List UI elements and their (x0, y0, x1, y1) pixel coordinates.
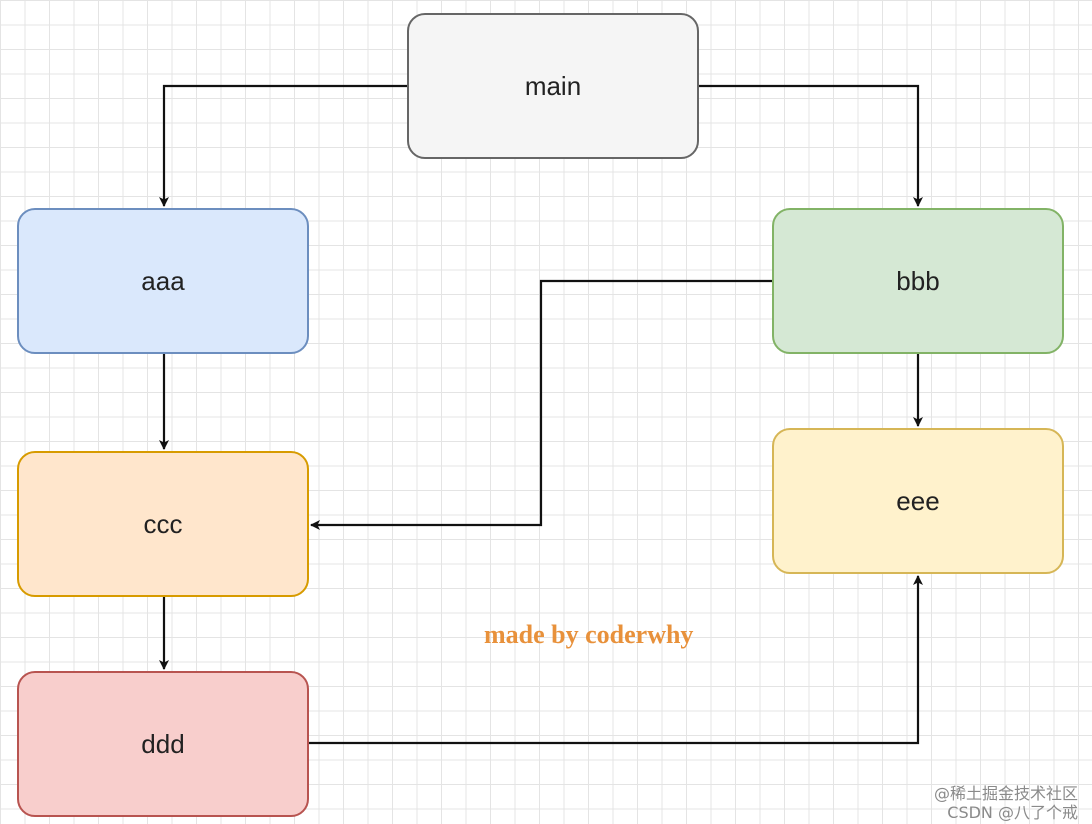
node-ccc: ccc (17, 451, 309, 597)
credit-csdn: CSDN @八了个戒 (947, 803, 1078, 822)
node-ccc-label: ccc (143, 508, 183, 539)
edge-bbb-to-ccc (310, 279, 772, 530)
node-ddd: ddd (17, 671, 309, 817)
node-main-label: main (524, 70, 582, 101)
node-bbb-label: bbb (896, 265, 940, 296)
node-bbb: bbb (772, 208, 1064, 354)
credit-juejin: @稀土掘金技术社区 (933, 784, 1078, 803)
node-main: main (407, 13, 699, 159)
edge-main-to-bbb (699, 84, 923, 207)
watermark-text: made by coderwhy (484, 620, 694, 649)
node-aaa-label: aaa (141, 265, 185, 296)
node-eee: eee (772, 428, 1064, 574)
node-ddd-label: ddd (141, 728, 185, 759)
edge-ddd-to-eee (309, 575, 923, 745)
edge-main-to-aaa (159, 84, 407, 207)
node-aaa: aaa (17, 208, 309, 354)
node-eee-label: eee (896, 485, 940, 516)
